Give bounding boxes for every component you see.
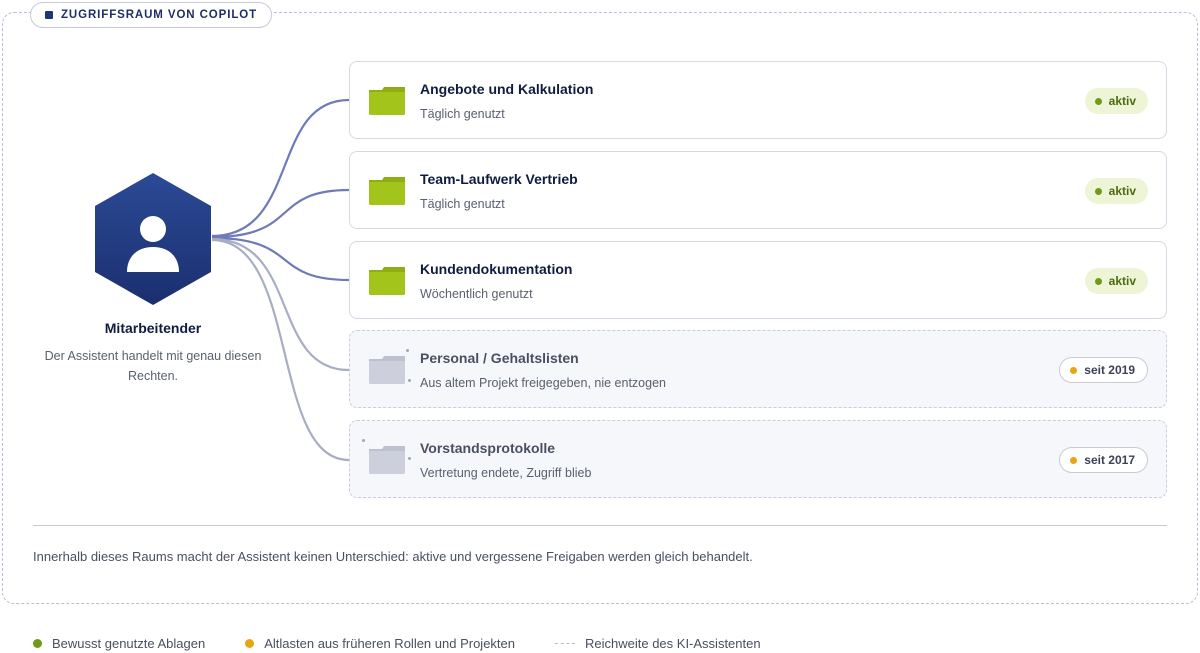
folder-usage: Vertretung endete, Zugriff blieb — [420, 466, 592, 480]
folder-card-kundendokumentation[interactable]: Kundendokumentation Wöchentlich genutzt … — [349, 241, 1167, 319]
status-badge-label: aktiv — [1108, 184, 1136, 198]
legend-stale-dot-icon — [245, 639, 255, 648]
status-badge: seit 2019 — [1059, 357, 1148, 383]
dust-dot — [408, 457, 411, 460]
stale-dot-icon — [1070, 456, 1078, 464]
active-dot-icon — [1094, 277, 1102, 285]
legend-active-dot-icon — [33, 639, 42, 648]
scope-label: ZUGRIFFSRAUM VON COPILOT — [30, 2, 273, 28]
folder-usage: Täglich genutzt — [420, 197, 505, 211]
folder-title: Team-Laufwerk Vertrieb — [420, 171, 578, 187]
folder-icon — [369, 87, 405, 115]
dust-dot — [406, 349, 409, 352]
folder-title: Angebote und Kalkulation — [420, 81, 594, 97]
status-badge: aktiv — [1084, 88, 1148, 114]
status-badge: aktiv — [1084, 178, 1148, 204]
user-icon — [127, 216, 179, 272]
status-badge: aktiv — [1084, 268, 1148, 294]
legend-scope-label: Reichweite des KI-Assistenten — [585, 636, 761, 651]
stale-folder-icon — [369, 446, 405, 474]
folder-icon — [369, 177, 405, 205]
stale-dot-icon — [1070, 366, 1078, 374]
folder-card-personal-gehaltslisten[interactable]: Personal / Gehaltslisten Aus altem Proje… — [349, 330, 1167, 408]
folder-usage: Täglich genutzt — [420, 107, 505, 121]
dust-dot — [408, 379, 411, 382]
folder-card-angebote[interactable]: Angebote und Kalkulation Täglich genutzt… — [349, 61, 1167, 139]
active-dot-icon — [1094, 97, 1102, 105]
employee-node: Mitarbeitender Der Assistent handelt mit… — [30, 172, 276, 386]
stale-folder-icon — [369, 356, 405, 384]
status-badge: seit 2017 — [1059, 447, 1148, 473]
folder-card-vorstandsprotokolle[interactable]: Vorstandsprotokolle Vertretung endete, Z… — [349, 420, 1167, 498]
legend-item-stale: Altlasten aus früheren Rollen und Projek… — [245, 636, 515, 651]
scope-label-text: ZUGRIFFSRAUM VON COPILOT — [61, 9, 258, 21]
legend-item-scope: Reichweite des KI-Assistenten — [555, 636, 761, 651]
folder-icon — [369, 267, 405, 295]
legend-dashed-line-icon — [555, 643, 575, 644]
scope-square-icon — [45, 11, 53, 19]
legend-stale-label: Altlasten aus früheren Rollen und Projek… — [264, 636, 515, 651]
status-badge-label: aktiv — [1108, 94, 1136, 108]
dust-dot — [362, 439, 365, 442]
legend-active-label: Bewusst genutzte Ablagen — [52, 636, 206, 651]
status-badge-label: seit 2017 — [1084, 453, 1135, 467]
folder-usage: Wöchentlich genutzt — [420, 287, 533, 301]
folder-title: Personal / Gehaltslisten — [420, 350, 579, 366]
scope-footnote: Innerhalb dieses Raums macht der Assiste… — [33, 549, 753, 564]
copilot-scope-boundary — [2, 12, 1198, 604]
legend-item-active: Bewusst genutzte Ablagen — [33, 636, 205, 651]
legend: Bewusst genutzte Ablagen Altlasten aus f… — [33, 636, 801, 651]
active-dot-icon — [1094, 187, 1102, 195]
status-badge-label: seit 2019 — [1084, 363, 1135, 377]
folder-title: Vorstandsprotokolle — [420, 440, 556, 456]
folder-usage: Aus altem Projekt freigegeben, nie entzo… — [420, 376, 666, 390]
employee-name: Mitarbeitender — [104, 320, 202, 336]
employee-description: Der Assistent handelt mit genau diesen R… — [44, 349, 262, 383]
employee-hexagon — [95, 173, 211, 305]
divider — [33, 525, 1167, 526]
folder-card-team-laufwerk[interactable]: Team-Laufwerk Vertrieb Täglich genutzt a… — [349, 151, 1167, 229]
folder-title: Kundendokumentation — [420, 261, 573, 277]
status-badge-label: aktiv — [1108, 274, 1136, 288]
